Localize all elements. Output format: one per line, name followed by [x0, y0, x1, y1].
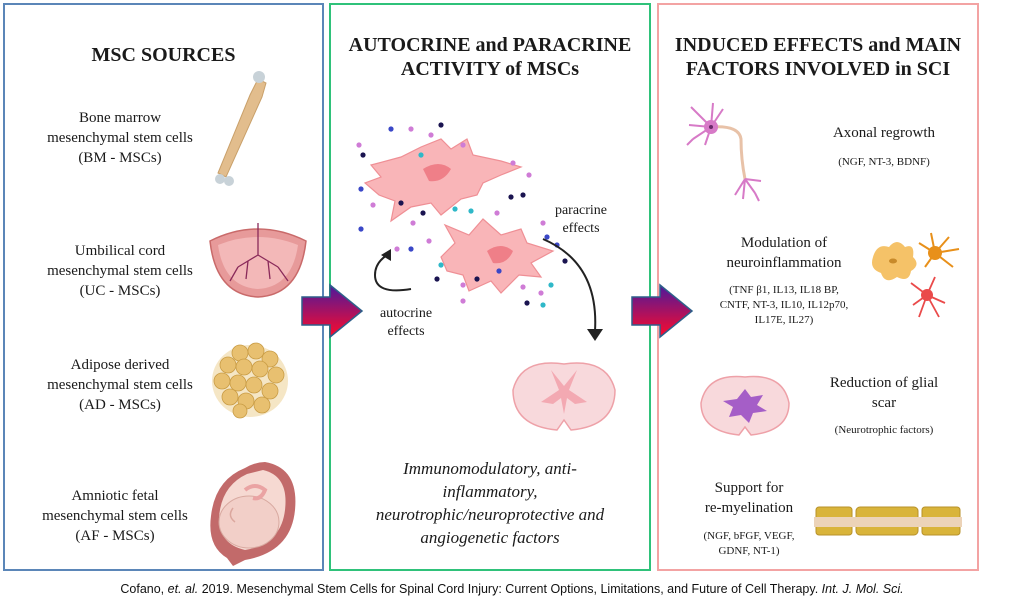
label-line: Reduction of glial — [829, 375, 939, 391]
label-line: (BM - MSCs) — [78, 150, 162, 166]
label-line: (AD - MSCs) — [79, 397, 161, 413]
title-line: FACTORS INVOLVED in SCI — [685, 58, 951, 80]
effect-factors-remyelination: (NGF, bFGF, VEGF, GDNF, NT-1) — [679, 529, 819, 559]
label-line: effects — [562, 221, 600, 236]
effect-label-axonal: Axonal regrowth — [832, 125, 936, 141]
label-line: (AF - MSCs) — [75, 528, 155, 544]
myelin-sheath-icon — [814, 506, 962, 536]
label-line: (UC - MSCs) — [79, 283, 161, 299]
secreted-factors-dots — [356, 122, 568, 308]
adipose-tissue-icon — [212, 342, 288, 419]
label-line: Adipose derived — [70, 357, 170, 373]
factor-line: (TNF β1, IL13, IL18 BP, — [729, 284, 839, 296]
effect-factors-neuroinflammation: (TNF β1, IL13, IL18 BP, CNTF, NT-3, IL10… — [684, 283, 884, 328]
glial-cells-icon — [872, 232, 960, 318]
label-line: Umbilical cord — [74, 243, 166, 259]
label-line: Modulation of — [740, 235, 828, 251]
caption-journal: Int. J. Mol. Sci. — [821, 582, 904, 596]
factor-line: GDNF, NT-1) — [718, 545, 780, 557]
label-line: neuroinflammation — [726, 255, 842, 271]
factor-line: CNTF, NT-3, IL10, IL12p70, — [719, 299, 849, 311]
flow-arrow-2 — [631, 283, 694, 339]
label-line: mesenchymal stem cells — [47, 377, 193, 393]
flow-arrow-1 — [301, 283, 364, 339]
effect-label-remyelination: Support for re-myelination — [684, 478, 814, 518]
text-line: angiogenetic factors — [420, 528, 560, 547]
autocrine-effects-label: autocrine effects — [361, 305, 451, 341]
caption-text: 2019. Mesenchymal Stem Cells for Spinal … — [198, 582, 822, 596]
label-line: scar — [871, 395, 897, 411]
effects-panel: INDUCED EFFECTS and MAIN FACTORS INVOLVE… — [657, 3, 979, 571]
umbilical-cord-placenta-icon — [209, 223, 307, 298]
msc-cells-icon — [356, 122, 568, 308]
effect-factors-axonal: (NGF, NT-3, BDNF) — [838, 156, 930, 168]
panel-title: AUTOCRINE and PARACRINE ACTIVITY of MSCs — [331, 33, 649, 81]
autocrine-arrow-icon — [373, 249, 412, 292]
text-line: Immunomodulatory, anti- — [403, 459, 577, 478]
text-line: neurotrophic/neuroprotective and — [375, 505, 605, 524]
panel-title: INDUCED EFFECTS and MAIN FACTORS INVOLVE… — [659, 33, 977, 81]
neuron-icon — [686, 102, 762, 202]
label-line: autocrine — [379, 306, 433, 321]
title-line: ACTIVITY of MSCs — [400, 58, 580, 80]
effect-label-neuroinflammation: Modulation of neuroinflammation — [699, 233, 869, 273]
panel-title: MSC SOURCES — [91, 44, 236, 66]
msc-sources-panel: MSC SOURCES Bone marrow mesenchymal stem… — [3, 3, 324, 571]
effect-label-glial-scar: Reduction of glial scar — [799, 373, 969, 413]
spinal-cord-scar-icon — [700, 375, 790, 436]
msc-factors-text: Immunomodulatory, anti- inflammatory, ne… — [341, 457, 639, 549]
title-line: AUTOCRINE and PARACRINE — [348, 34, 632, 56]
paracrine-effects-label: paracrine effects — [536, 202, 626, 238]
label-line: mesenchymal stem cells — [42, 508, 188, 524]
label-line: mesenchymal stem cells — [47, 130, 193, 146]
source-label-af: Amniotic fetal mesenchymal stem cells (A… — [15, 486, 215, 546]
citation-caption: Cofano, et. al. 2019. Mesenchymal Stem C… — [0, 582, 1024, 596]
label-line: effects — [387, 324, 425, 339]
spinal-cord-icon — [512, 362, 616, 431]
fetus-uterus-icon — [210, 462, 296, 566]
label-line: re-myelination — [704, 500, 794, 516]
label-line: Bone marrow — [78, 110, 162, 126]
factor-line: (NGF, bFGF, VEGF, — [703, 530, 795, 542]
source-label-ad: Adipose derived mesenchymal stem cells (… — [20, 355, 220, 415]
source-label-uc: Umbilical cord mesenchymal stem cells (U… — [20, 241, 220, 301]
caption-etal: et. al. — [167, 582, 199, 596]
text-line: inflammatory, — [442, 482, 538, 501]
label-line: Support for — [714, 480, 784, 496]
caption-author: Cofano, — [120, 582, 168, 596]
title-line: INDUCED EFFECTS and MAIN — [674, 34, 962, 56]
source-label-bm: Bone marrow mesenchymal stem cells (BM -… — [25, 108, 215, 168]
label-line: Amniotic fetal — [71, 488, 159, 504]
label-line: mesenchymal stem cells — [47, 263, 193, 279]
effect-factors-glial-scar: (Neurotrophic factors) — [834, 424, 934, 436]
label-line: paracrine — [554, 203, 608, 218]
factor-line: IL17E, IL27) — [754, 314, 814, 326]
paracrine-arrow-icon — [542, 238, 603, 341]
activity-panel: AUTOCRINE and PARACRINE ACTIVITY of MSCs — [329, 3, 651, 571]
bone-icon — [215, 71, 267, 186]
